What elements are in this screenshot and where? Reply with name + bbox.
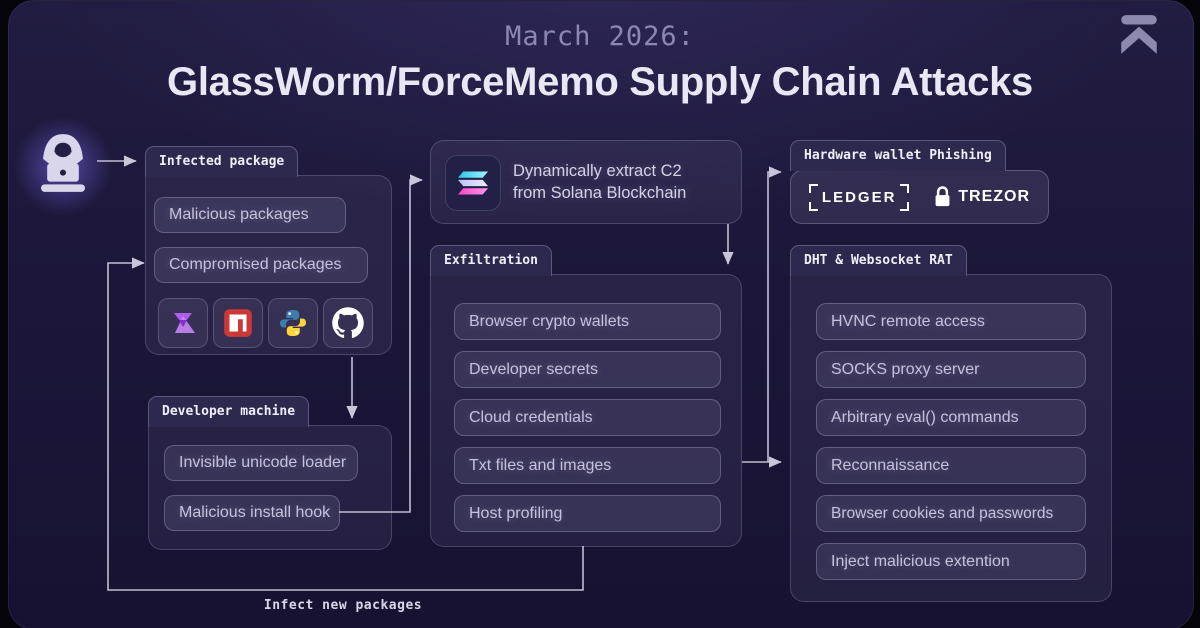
ledger-bracket-corner (808, 183, 818, 193)
node-browser-crypto-wallets: Browser crypto wallets (454, 303, 721, 340)
node-solana-c2: Dynamically extract C2 from Solana Block… (430, 140, 742, 224)
padlock-icon (935, 186, 950, 207)
group-tab-dht-websocket-rat: DHT & Websocket RAT (790, 245, 967, 276)
node-developer-secrets: Developer secrets (454, 351, 721, 388)
github-icon (332, 307, 364, 338)
solana-logo-tile (445, 155, 501, 211)
node-arbitrary-eval-commands: Arbitrary eval() commands (816, 399, 1086, 436)
group-body-exfiltration: Browser crypto wallets Developer secrets… (430, 274, 742, 547)
node-cloud-credentials: Cloud credentials (454, 399, 721, 436)
loop-label: Infect new packages (263, 598, 423, 613)
node-browser-cookies-and-passwords: Browser cookies and passwords (816, 495, 1086, 532)
node-invisible-unicode-loader: Invisible unicode loader (164, 445, 358, 481)
ledger-bracket-corner (900, 183, 910, 193)
node-inject-malicious-extention: Inject malicious extention (816, 543, 1086, 580)
node-malicious-packages: Malicious packages (154, 197, 346, 233)
koi-logo-icon (1121, 15, 1157, 54)
node-reconnaissance: Reconnaissance (816, 447, 1086, 484)
group-tab-exfiltration: Exfiltration (430, 245, 552, 276)
solana-c2-label: Dynamically extract C2 from Solana Block… (513, 160, 686, 204)
node-socks-proxy-server: SOCKS proxy server (816, 351, 1086, 388)
node-malicious-install-hook: Malicious install hook (164, 495, 340, 531)
hacker-icon (30, 130, 96, 201)
group-body-hardware-wallet-phishing: LEDGER TREZOR (790, 170, 1049, 224)
icon-tile (268, 298, 318, 348)
solana-c2-line1: Dynamically extract C2 (513, 162, 682, 180)
icon-tile (213, 298, 263, 348)
node-hvnc-remote-access: HVNC remote access (816, 303, 1086, 340)
group-body-dht-websocket-rat: HVNC remote access SOCKS proxy server Ar… (790, 274, 1112, 602)
icon-tile (158, 298, 208, 348)
ledger-bracket-corner (900, 201, 910, 211)
ledger-logo: LEDGER (808, 183, 910, 211)
ledger-wordmark: LEDGER (821, 188, 897, 206)
openvsx-icon (174, 313, 195, 333)
ledger-bracket-corner (808, 201, 818, 211)
koi-logo (1116, 12, 1162, 63)
icon-tile (323, 298, 373, 348)
node-compromised-packages: Compromised packages (154, 247, 368, 283)
node-host-profiling: Host profiling (454, 495, 721, 532)
trezor-logo: TREZOR (933, 185, 1030, 209)
date-kicker: March 2026: (505, 21, 695, 52)
python-icon (280, 310, 306, 336)
npm-icon (224, 309, 252, 337)
node-txt-files-and-images: Txt files and images (454, 447, 721, 484)
group-tab-hardware-wallet-phishing: Hardware wallet Phishing (790, 140, 1006, 171)
solana-c2-line2: from Solana Blockchain (513, 184, 687, 202)
solana-icon (458, 171, 488, 195)
page-title: GlassWorm/ForceMemo Supply Chain Attacks (167, 60, 1033, 104)
group-body-developer-machine: Invisible unicode loader Malicious insta… (148, 425, 392, 550)
hacker-glyph (41, 134, 85, 192)
trezor-wordmark: TREZOR (958, 188, 1031, 205)
group-tab-infected-package: Infected package (145, 146, 299, 177)
group-body-infected-package: Malicious packages Compromised packages (145, 175, 392, 355)
group-tab-developer-machine: Developer machine (148, 396, 310, 427)
